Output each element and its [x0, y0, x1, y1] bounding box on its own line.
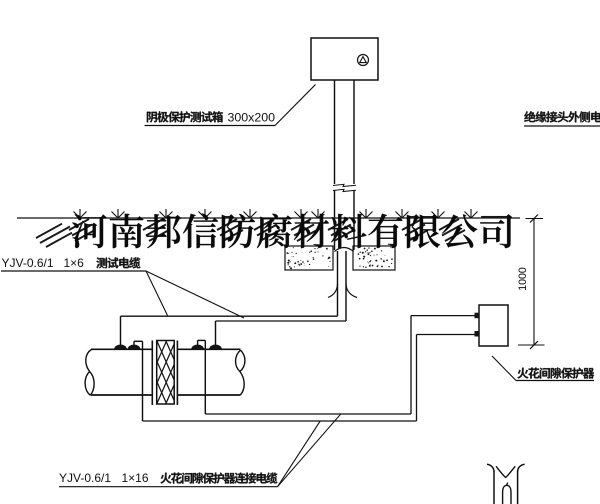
svg-text:YJV-0.6/1: YJV-0.6/1	[59, 471, 111, 485]
svg-text:1000: 1000	[517, 267, 529, 291]
svg-text:300x200: 300x200	[228, 110, 276, 124]
svg-text:YJV-0.6/1: YJV-0.6/1	[2, 256, 54, 270]
svg-text:1×16: 1×16	[122, 471, 149, 485]
svg-text:1×6: 1×6	[64, 256, 85, 270]
